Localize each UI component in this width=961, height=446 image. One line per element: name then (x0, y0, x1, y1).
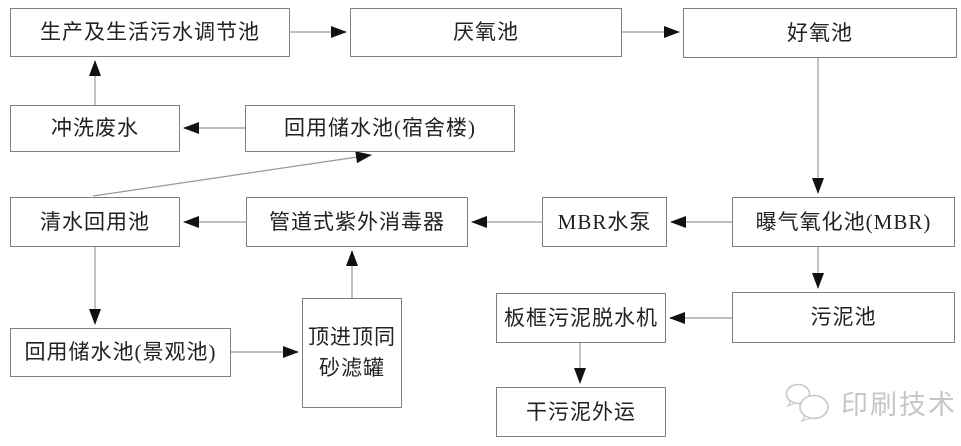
node-label: 管道式紫外消毒器 (269, 209, 445, 234)
node-aeration-tank: 曝气氧化池(MBR) (732, 197, 955, 247)
node-sand-filter: 顶进顶同 砂滤罐 (302, 298, 402, 408)
node-label: 回用储水池(景观池) (24, 340, 217, 365)
node-anaerobic-tank: 厌氧池 (350, 8, 622, 57)
node-adjust-tank: 生产及生活污水调节池 (10, 8, 290, 57)
edge-clean-to-dorm (92, 151, 372, 197)
node-label: MBR水泵 (557, 209, 652, 234)
wechat-logo-icon (785, 383, 829, 423)
node-filter-press: 板框污泥脱水机 (496, 293, 666, 343)
node-label: 厌氧池 (453, 20, 519, 45)
node-mbr-pump: MBR水泵 (542, 197, 667, 247)
node-flush-wastewater: 冲洗废水 (10, 105, 180, 152)
node-label: 清水回用池 (40, 209, 150, 234)
node-uv-disinfector: 管道式紫外消毒器 (246, 197, 468, 247)
node-label: 干污泥外运 (526, 399, 636, 424)
node-reuse-tank-dorm: 回用储水池(宿舍楼) (245, 105, 515, 152)
node-sludge-tank: 污泥池 (732, 292, 955, 343)
node-label: 顶进顶同 (308, 324, 396, 349)
watermark-text: 印刷技术 (841, 389, 957, 420)
node-aerobic-tank: 好氧池 (683, 8, 957, 58)
node-reuse-tank-landscape: 回用储水池(景观池) (10, 328, 231, 377)
node-label: 板框污泥脱水机 (504, 305, 658, 330)
node-label: 回用储水池(宿舍楼) (284, 116, 476, 141)
node-dry-sludge-out: 干污泥外运 (496, 387, 666, 437)
watermark: 印刷技术 (783, 380, 957, 424)
node-clean-water-reuse: 清水回用池 (10, 197, 180, 247)
node-label: 好氧池 (787, 20, 853, 45)
node-label: 污泥池 (810, 305, 877, 330)
node-label: 砂滤罐 (319, 356, 385, 380)
node-label: 生产及生活污水调节池 (40, 20, 260, 45)
node-label: 曝气氧化池(MBR) (755, 209, 932, 234)
node-label: 冲洗废水 (51, 116, 139, 141)
